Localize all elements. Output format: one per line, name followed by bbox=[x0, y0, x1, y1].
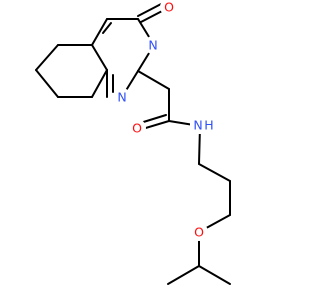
atom-o-ether-label: O bbox=[194, 225, 204, 240]
atom-nh-amide: N H bbox=[190, 116, 216, 134]
bond-c3-o bbox=[137, 2, 164, 17]
atom-n-ring-2: N bbox=[144, 36, 162, 54]
atom-o-amide-label: O bbox=[132, 121, 142, 136]
atom-label-layer: O N N O N H O bbox=[113, 0, 216, 241]
bond-n2-ch2 bbox=[137, 70, 170, 90]
bond-ch-methyl-a bbox=[167, 265, 200, 285]
atom-n-ring-2-label: N bbox=[148, 38, 157, 53]
bond-c8b-c8a bbox=[91, 44, 108, 71]
bond-ch-methyl-b bbox=[198, 265, 231, 285]
bond-layer bbox=[35, 2, 231, 285]
atom-o-carbonyl-ring-label: O bbox=[164, 0, 174, 15]
bond-c8-c8b bbox=[91, 69, 108, 98]
bond-c5-c6 bbox=[35, 44, 59, 71]
atom-o-amide: O bbox=[128, 119, 146, 137]
atom-n-ring-1-label: N bbox=[117, 90, 126, 105]
bond-c8a-c4 bbox=[91, 18, 108, 46]
molecule-structure: O N N O N H O bbox=[35, 0, 231, 285]
atom-o-ether: O bbox=[190, 223, 208, 241]
bond-c1-c2 bbox=[198, 163, 231, 182]
bond-c4-c4-inner bbox=[102, 22, 112, 34]
bond-c6-c7 bbox=[35, 69, 59, 98]
atom-n-ring-1: N bbox=[113, 88, 131, 106]
atom-nh-amide-label: N bbox=[193, 118, 202, 133]
atom-o-carbonyl-ring: O bbox=[160, 0, 178, 16]
atom-nh-amide-hydrogen: H bbox=[204, 118, 213, 133]
